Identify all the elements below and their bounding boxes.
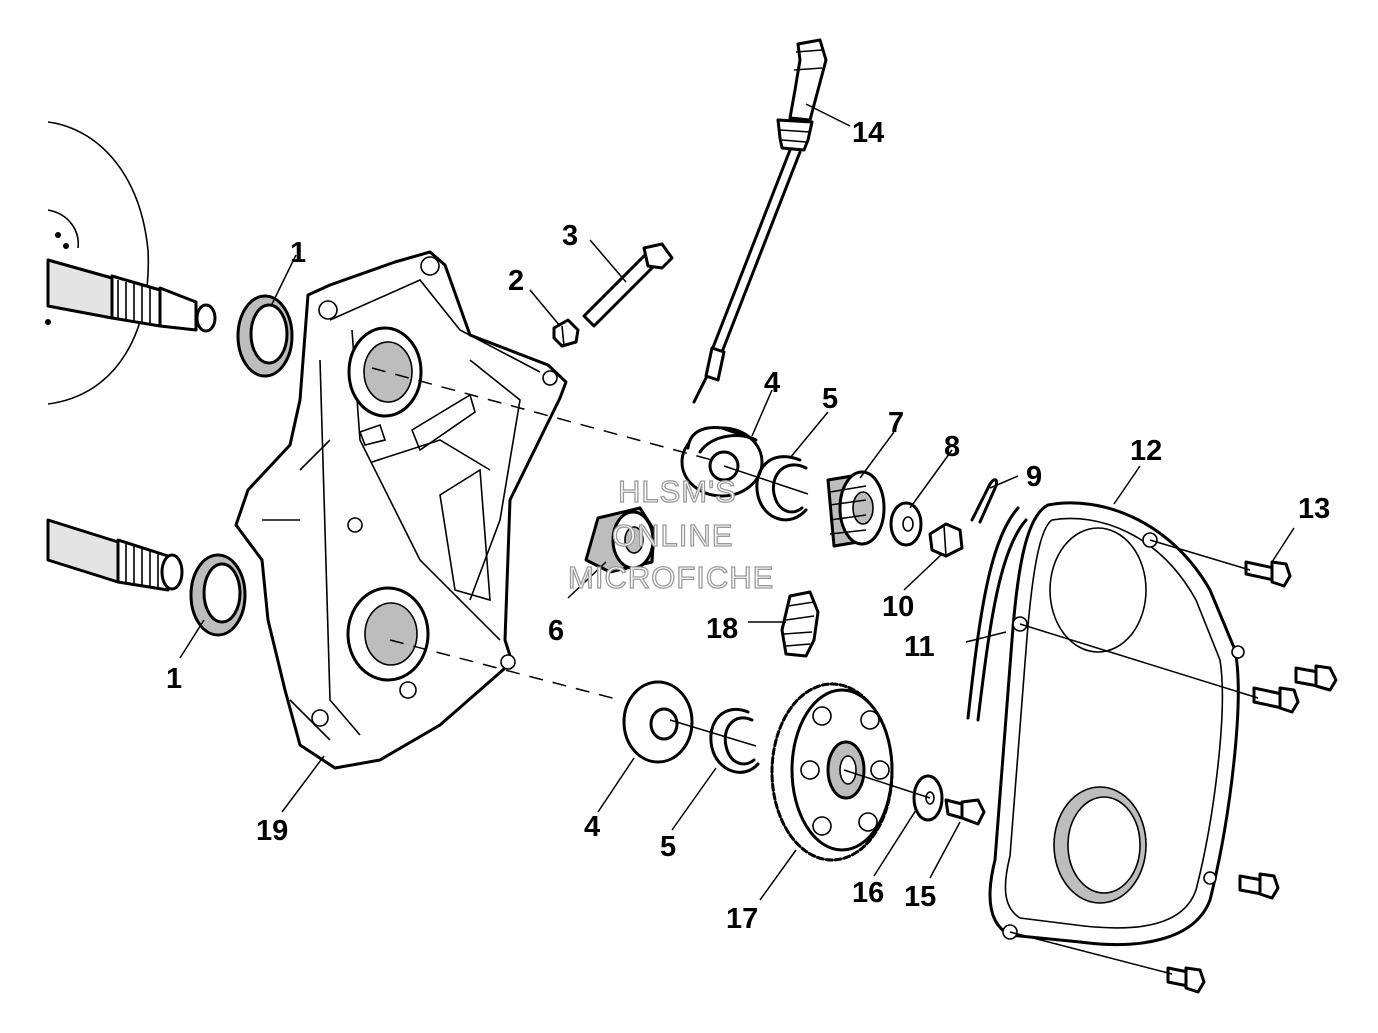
callout-18: 18 [706,613,738,645]
callout-12: 12 [1130,435,1162,467]
tensioner-bolt [582,242,674,328]
callout-3: 3 [562,220,578,252]
watermark: HLSM'S ONLINE MICROFICHE [567,473,774,595]
tensioner-roller [584,506,656,574]
lower-shaft [46,518,184,592]
drive-sprocket [826,470,886,548]
cover-bolt-1 [1244,560,1292,588]
callout-16: 16 [852,877,884,909]
cover-bolt-3 [1252,686,1300,714]
callout-9: 9 [1026,461,1042,493]
callout-15: 15 [904,881,936,913]
callout-11: 11 [904,631,935,663]
callout-5-lower: 5 [660,831,676,863]
alignment-lines [371,367,1259,975]
callout-2: 2 [508,265,524,297]
cover-bolt-5 [1166,966,1206,994]
callout-4-upper: 4 [764,367,780,399]
bearing-lower [622,680,694,764]
callout-6: 6 [548,615,564,647]
callout-5-upper: 5 [822,383,838,415]
chaincase-cover [988,501,1245,947]
leader-lines [179,103,1295,901]
callout-10: 10 [882,591,914,623]
gasket-seal [966,506,1028,722]
bolt-lower [944,798,986,826]
callout-7: 7 [888,407,904,439]
snap-ring-upper [755,455,808,522]
chaincase-housing [234,250,568,770]
callout-labels: 1 1 2 3 4 4 5 5 6 7 8 9 10 11 12 13 14 1… [166,117,1330,935]
driven-sprocket [770,682,894,862]
oil-seal-upper [236,294,294,378]
castle-nut [928,522,964,558]
watermark-line-1: HLSM'S [618,474,737,509]
callout-14: 14 [852,117,884,149]
cover-bolt-2 [1294,664,1338,692]
drive-chain [780,590,820,658]
callout-19: 19 [256,815,288,847]
callout-8: 8 [944,431,960,463]
callout-1-lower: 1 [166,663,182,695]
dipstick [692,38,828,404]
drive-clutch-drum [45,121,150,405]
oil-seal-lower [189,553,247,637]
callout-4-lower: 4 [584,811,600,843]
nut-small [552,318,580,348]
callout-17: 17 [726,903,758,935]
washer-upper [889,501,923,547]
watermark-line-2: ONLINE [612,518,733,553]
callout-1-upper: 1 [290,237,306,269]
snap-ring-lower [709,708,760,774]
bearing-upper [680,426,764,498]
cover-bolt-4 [1238,872,1280,900]
watermark-line-3: MICROFICHE [568,560,774,595]
upper-shaft [46,258,217,333]
callout-13: 13 [1298,493,1330,525]
